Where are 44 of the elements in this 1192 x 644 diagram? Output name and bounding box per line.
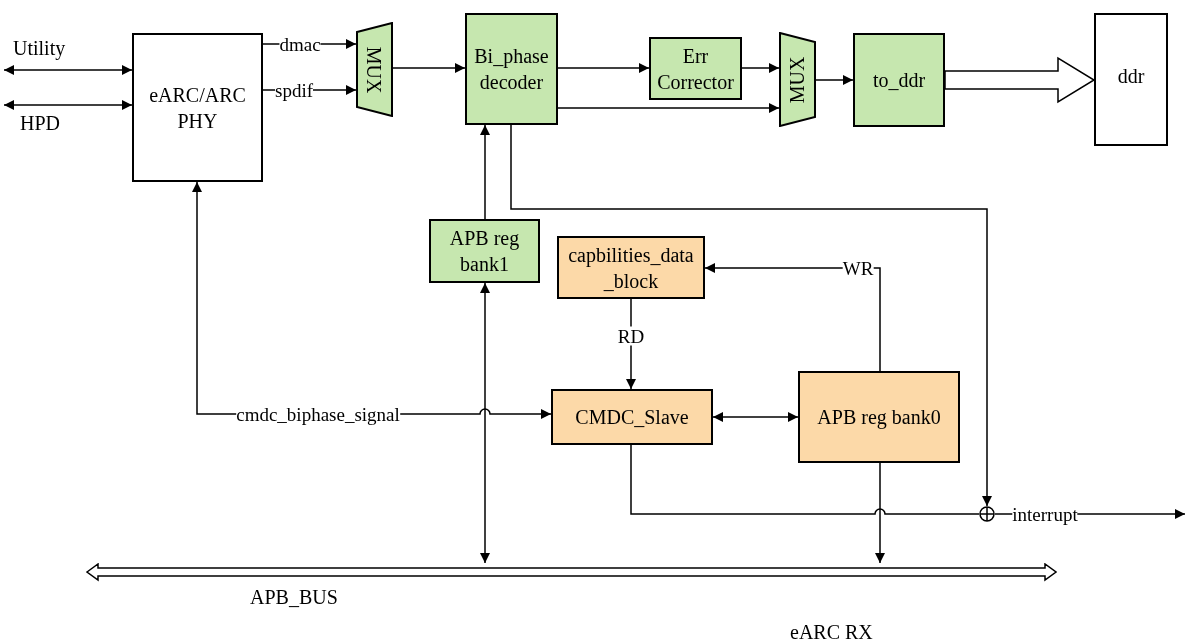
arrow (510, 124, 992, 507)
hollow-arrow (944, 56, 1096, 104)
register-bank-block (798, 371, 960, 463)
block-label: Bi_phase decoder (473, 44, 550, 95)
adder-circle (979, 506, 995, 522)
block-label: to_ddr (872, 68, 926, 93)
mux-block (356, 22, 393, 117)
block-label: MUX (362, 46, 387, 93)
bus-label: APB_BUS (250, 585, 338, 610)
block-label: capbilities_data _block (567, 242, 695, 294)
capabilities-block (557, 236, 705, 299)
arrow (557, 103, 780, 113)
block-label: ddr (1117, 64, 1145, 89)
block-label: APB reg bank1 (448, 226, 521, 277)
block-label: Err Corrector (656, 43, 735, 95)
block-label: CMDC_Slave (575, 405, 689, 430)
phy-block (132, 33, 263, 182)
edge-label: RD (617, 326, 645, 346)
arrow (557, 63, 650, 73)
arrow (875, 462, 885, 564)
slave-block (551, 389, 713, 445)
mux-block (779, 32, 816, 127)
ddr-block (1094, 13, 1168, 146)
corrector-block (649, 37, 742, 100)
arrow (3, 65, 133, 75)
arrow (704, 263, 881, 372)
edge-label: spdif (275, 80, 313, 100)
block-label: APB reg bank0 (817, 405, 941, 430)
arrow (712, 412, 799, 422)
block-label: eARC/ARC PHY (148, 82, 247, 134)
arrow (741, 63, 780, 73)
bus-bar (86, 563, 1057, 609)
register-bank-block (429, 219, 540, 283)
arrow (3, 100, 133, 110)
arrow (815, 75, 854, 85)
edge-label: HPD (20, 113, 60, 133)
decoder-block (465, 13, 558, 125)
arrow (392, 63, 466, 73)
arrow (480, 282, 490, 564)
block-label: MUX (785, 56, 810, 103)
arrow (480, 124, 490, 220)
to-ddr-block (853, 33, 945, 127)
diagram-label: eARC RX (790, 620, 873, 644)
edge-label: Utility (13, 38, 66, 58)
